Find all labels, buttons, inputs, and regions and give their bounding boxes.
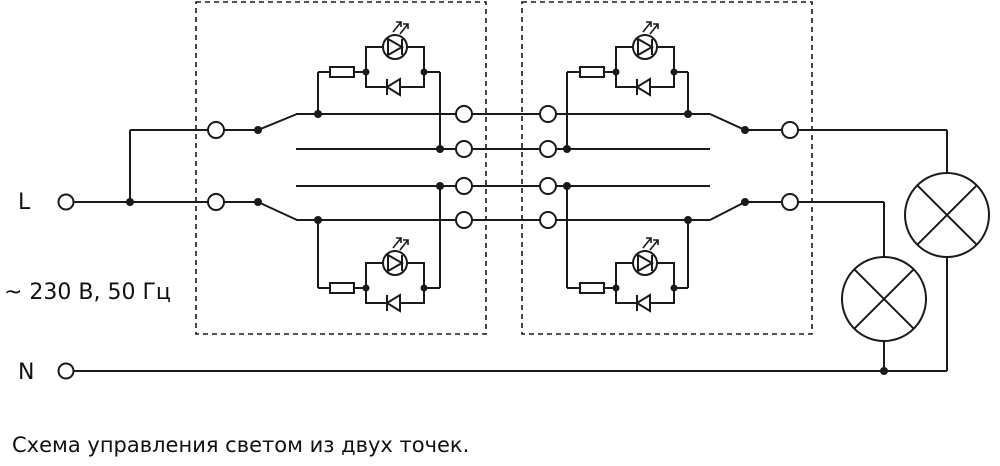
voltage-label: ~ 230 В, 50 Гц bbox=[4, 280, 171, 305]
indicator-led-3 bbox=[611, 21, 679, 96]
resistor-2 bbox=[329, 282, 355, 294]
indicator-led-2 bbox=[361, 237, 429, 312]
neutral-label: N bbox=[18, 360, 34, 385]
lamp-2 bbox=[841, 256, 927, 342]
indicator-led-1 bbox=[361, 21, 429, 96]
lamp-1 bbox=[904, 172, 990, 258]
indicator-led-4 bbox=[611, 237, 679, 312]
phase-label: L bbox=[18, 190, 31, 215]
junction-dots bbox=[126, 110, 888, 375]
diagram-caption: Схема управления светом из двух точек. bbox=[12, 433, 469, 457]
switch-box-2 bbox=[521, 1, 813, 335]
terminals bbox=[57, 105, 799, 380]
resistor-4 bbox=[579, 282, 605, 294]
resistor-1 bbox=[329, 66, 355, 78]
wires bbox=[73, 71, 948, 372]
switch-box-1 bbox=[195, 1, 487, 335]
resistor-3 bbox=[579, 66, 605, 78]
